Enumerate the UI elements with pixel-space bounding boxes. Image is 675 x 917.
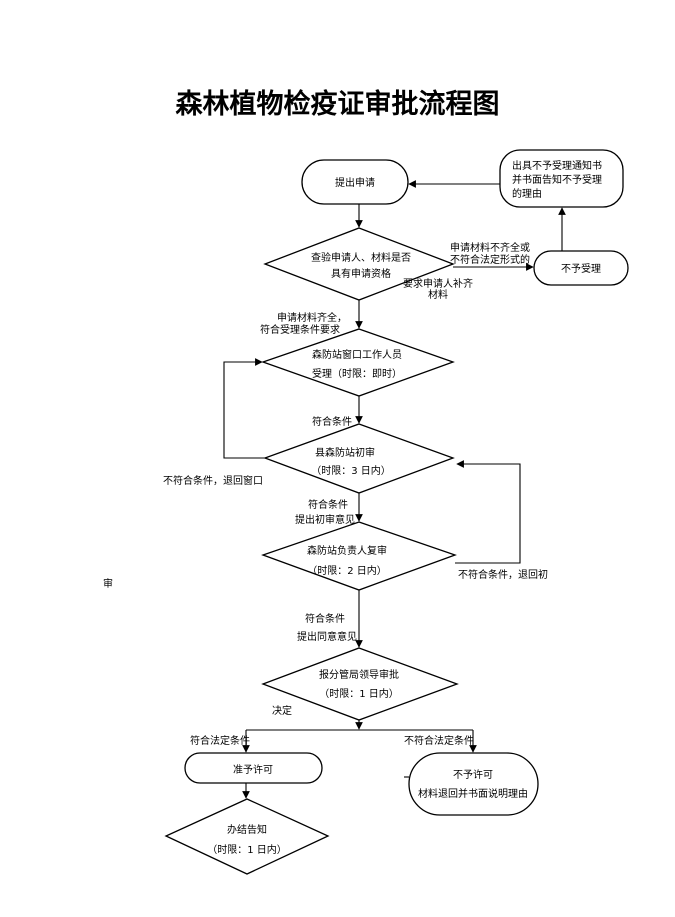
- notify-label-2: （时限：1 日内）: [207, 843, 287, 856]
- edge-label-meets-3b: 提出同意意见: [297, 630, 357, 643]
- deny-node: [408, 752, 539, 816]
- not-accept-notice-label-3: 的理由: [512, 187, 542, 200]
- not-accept-notice-label-1: 出具不予受理通知书: [512, 159, 602, 172]
- bureau-approval-label-1: 报分管局领导审批: [319, 668, 399, 681]
- apply-node: [301, 159, 409, 205]
- not-accept-notice-label-2: 并书面告知不予受理: [512, 173, 602, 186]
- edge-label-supplement-2: 材料: [428, 288, 448, 301]
- accept-label-2: 受理（时限：即时）: [312, 368, 402, 380]
- head-review-label-2: （时限：2 日内）: [307, 564, 387, 577]
- deny-label-2: 材料退回并书面说明理由: [418, 787, 528, 800]
- edge-label-supplement-1: 要求申请人补齐: [403, 277, 473, 290]
- edge-label-meets-3a: 符合条件: [305, 612, 345, 625]
- edge-label-incomplete-2: 不符合法定形式的: [450, 253, 530, 266]
- check-label-1: 查验申请人、材料是否: [311, 251, 411, 264]
- edge-label-complete-1: 申请材料齐全，: [277, 311, 347, 324]
- county-review-label-1: 县森防站初审: [315, 446, 375, 459]
- edge-label-meets-2a: 符合条件: [308, 498, 348, 511]
- notify-node: [164, 798, 330, 875]
- notify-label-1: 办结告知: [227, 823, 267, 836]
- edge-label-decide: 决定: [272, 704, 292, 717]
- arrow-return-first-review: [455, 460, 521, 564]
- check-label-2: 具有申请资格: [331, 267, 391, 280]
- bureau-approval-label-2: （时限：1 日内）: [319, 687, 399, 700]
- edge-label-return-first: 不符合条件，退回初: [458, 568, 548, 581]
- permit-label: 准予许可: [233, 764, 273, 776]
- apply-label: 提出申请: [335, 176, 375, 189]
- edge-label-legal-yes: 符合法定条件: [190, 734, 250, 747]
- not-accept-notice-node: [499, 149, 624, 208]
- edge-label-incomplete-1: 申请材料不齐全或: [450, 241, 530, 254]
- edge-label-complete-2: 符合受理条件要求: [260, 323, 340, 336]
- edge-label-meets-1: 符合条件: [312, 415, 352, 428]
- accept-node: [261, 328, 455, 397]
- not-accept-node: [533, 250, 629, 286]
- not-accept-label: 不予受理: [561, 263, 601, 275]
- page-title: 森林植物检疫证审批流程图: [175, 89, 500, 120]
- county-review-label-2: （时限：3 日内）: [311, 464, 391, 477]
- arrow-return-window: [223, 358, 265, 459]
- margin-char: 审: [103, 577, 113, 590]
- edge-label-return-window: 不符合条件，退回窗口: [163, 474, 263, 487]
- deny-label-1: 不予许可: [453, 769, 493, 781]
- edge-label-meets-2b: 提出初审意见: [295, 513, 355, 526]
- head-review-label-1: 森防站负责人复审: [307, 544, 387, 557]
- edge-label-legal-no: 不符合法定条件: [404, 734, 474, 747]
- accept-label-1: 森防站窗口工作人员: [312, 348, 402, 361]
- permit-node: [184, 752, 323, 784]
- bureau-approval-node: [261, 647, 459, 721]
